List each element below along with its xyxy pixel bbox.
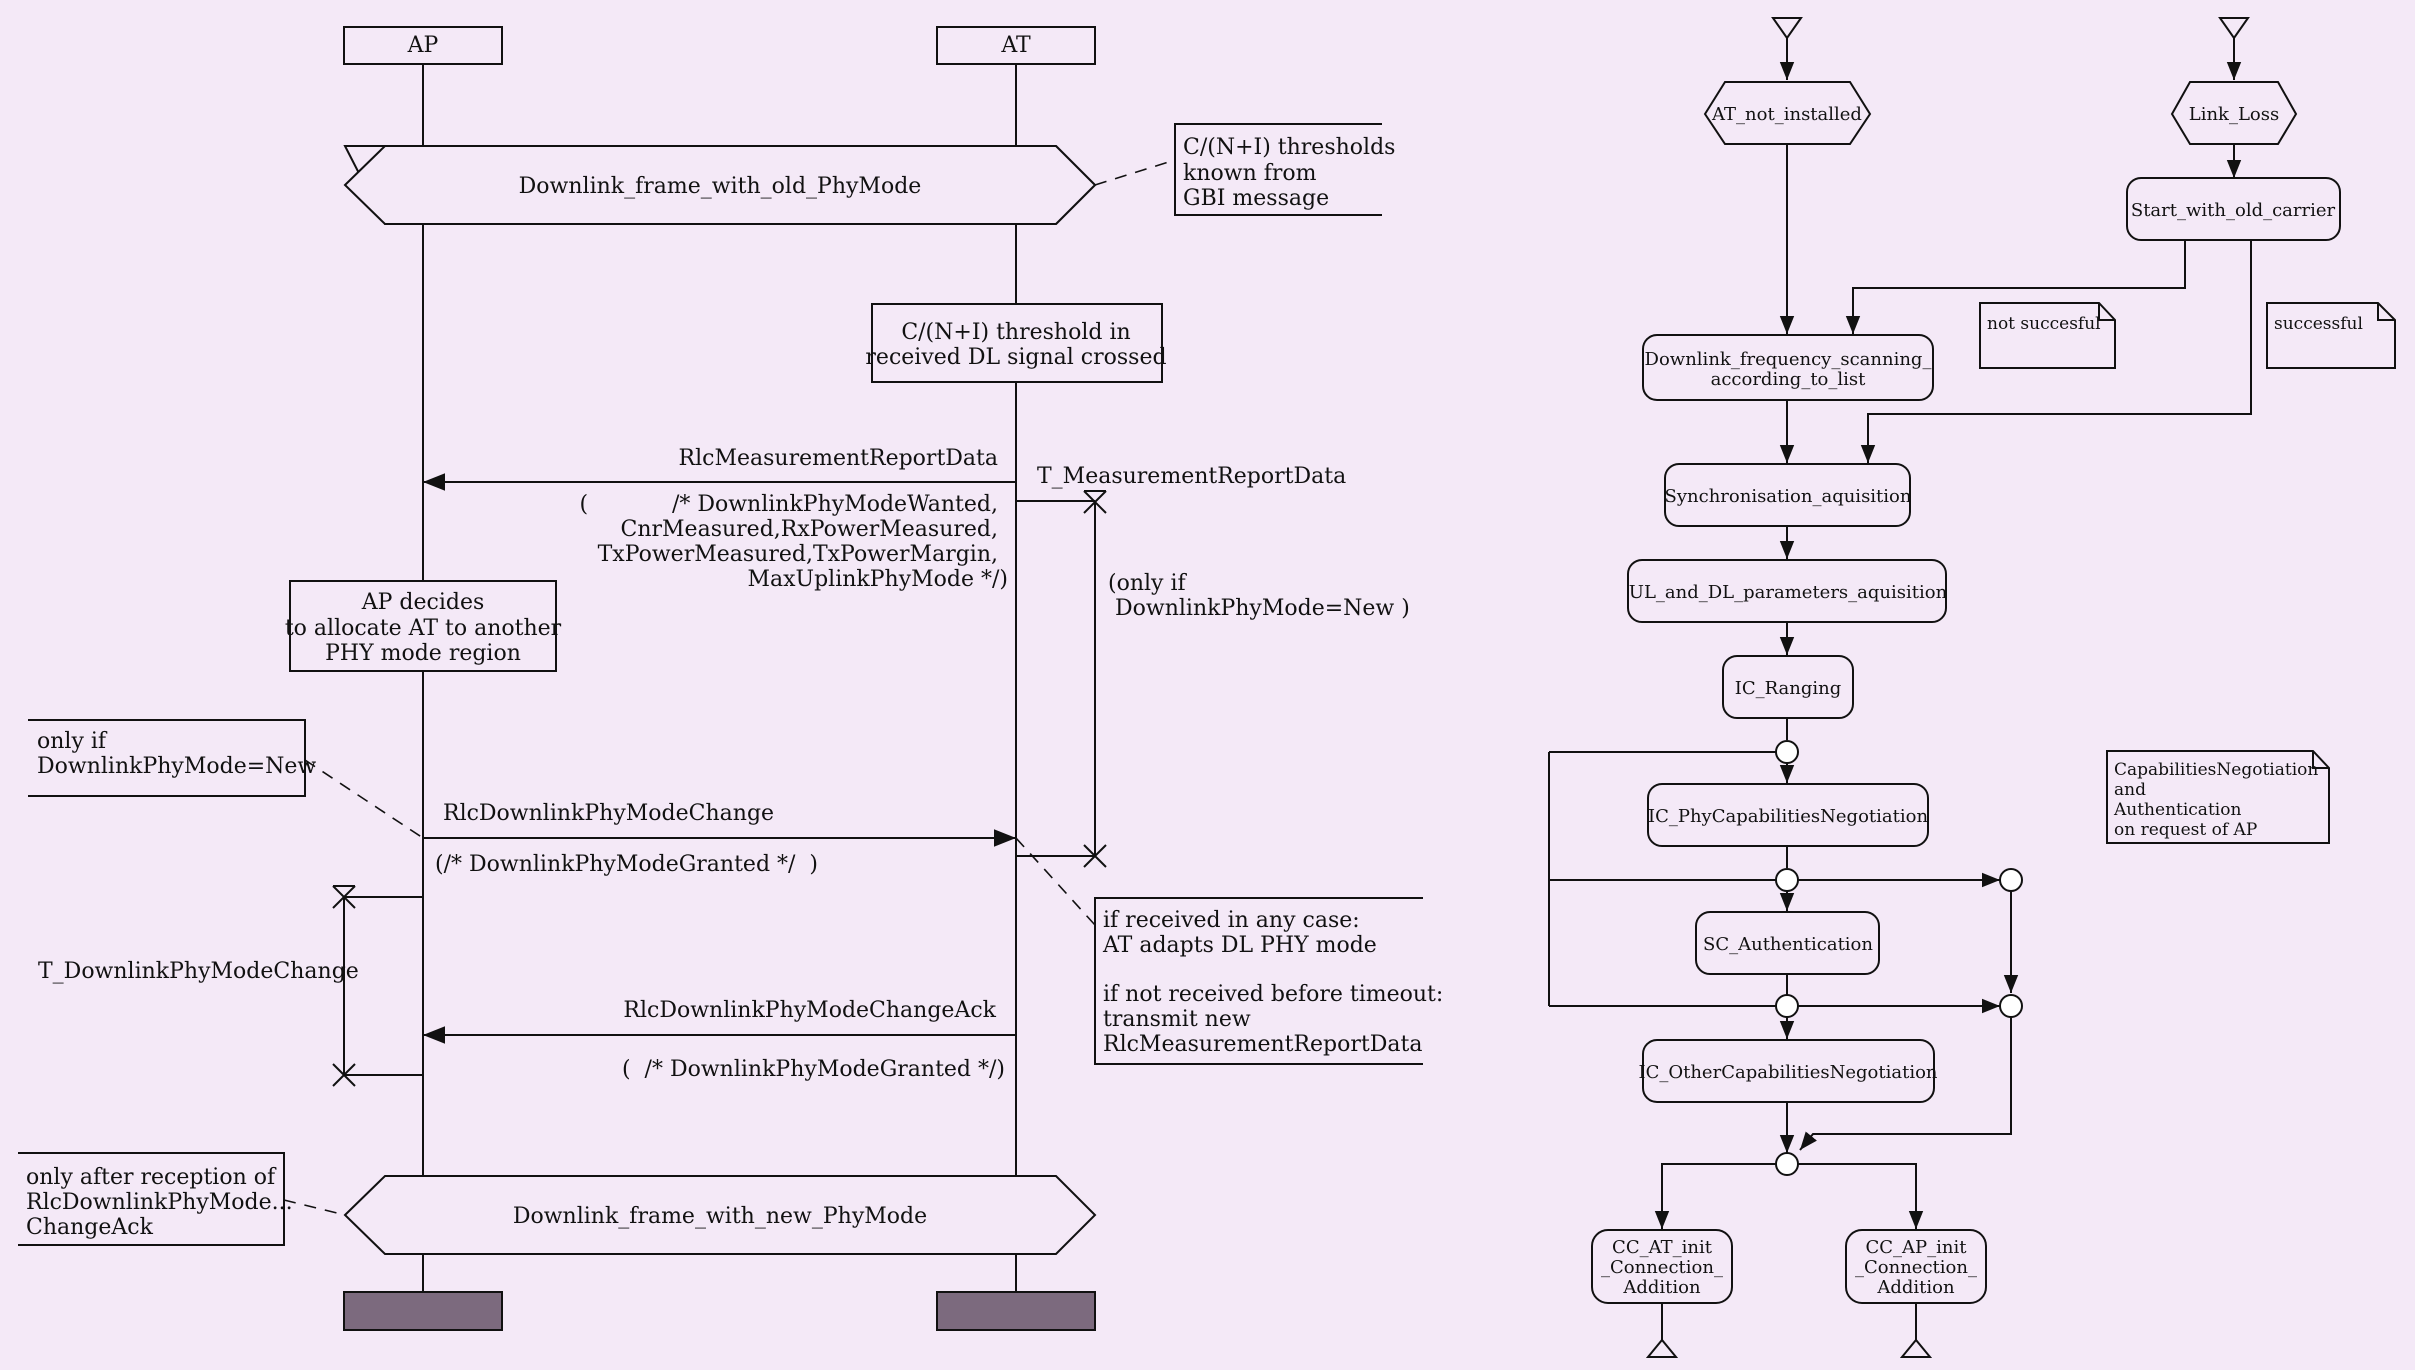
- state-dl-scanning-line1: Downlink_frequency_scanning_: [1645, 349, 1932, 370]
- transition-successful: [1860, 240, 2252, 463]
- stop-triangle-left: [1645, 1338, 1679, 1358]
- comment-received-line2: AT adapts DL PHY mode: [1102, 933, 1377, 958]
- state-cc-ap-line2: _Connection_: [1855, 1257, 1977, 1278]
- state-other-cap: [1642, 1039, 1935, 1103]
- state-dl-scanning-line2: according_to_list: [1711, 369, 1867, 390]
- timer-reset-symbol-phy-change: [332, 1063, 356, 1087]
- comment-received-line5: transmit new: [1103, 1007, 1251, 1032]
- state-cc-at-line2: _Connection_: [1601, 1257, 1723, 1278]
- state-start-old-carrier: [2126, 177, 2341, 241]
- message-params-report-2: CnrMeasured,RxPowerMeasured,: [621, 517, 998, 542]
- condition-new-phymode-label: Downlink_frame_with_new_PhyMode: [513, 1204, 927, 1229]
- note-not-successful-label: not succesful: [1987, 314, 2101, 334]
- junction-3-right: [1999, 994, 2023, 1018]
- message-params-change-ack: ( /* DownlinkPhyModeGranted */): [622, 1057, 1005, 1082]
- comment-frame-thresholds: [1174, 123, 1382, 216]
- comment-only-if-line1: only if: [37, 729, 108, 754]
- comment-frame-only-if: [28, 719, 306, 797]
- sequence-diagram: AP AT Downlink_frame_with_old_PhyMode C/…: [18, 26, 1443, 1331]
- comment-thresholds-line3: GBI message: [1183, 186, 1329, 211]
- comment-connector-only-after: [283, 1199, 346, 1216]
- condition-new-phymode: [343, 1175, 1097, 1255]
- message-params-report-4: MaxUplinkPhyMode */): [747, 567, 1008, 592]
- comment-only-after-line3: ChangeAck: [26, 1215, 154, 1240]
- note-cap-auth-line4: on request of AP: [2114, 820, 2257, 840]
- state-params-label: UL_and_DL_parameters_aquisition: [1629, 582, 1948, 603]
- comment-connector-thresholds: [1094, 159, 1176, 186]
- junction-2: [1775, 868, 1799, 892]
- note-successful: [2266, 302, 2396, 369]
- state-cc-ap-line3: Addition: [1876, 1277, 1955, 1298]
- message-label-change: RlcDownlinkPhyModeChange: [443, 801, 774, 826]
- timer-reset-symbol-measurement: [1083, 844, 1107, 868]
- action-threshold-crossed: [871, 303, 1163, 383]
- note-not-successful: [1979, 302, 2116, 369]
- timer-label-phy-change: T_DownlinkPhyModeChange: [38, 959, 359, 984]
- timer-label-measurement: T_MeasurementReportData: [1037, 464, 1346, 489]
- note-cap-auth-line2: and: [2114, 780, 2146, 800]
- junction-4: [1775, 1152, 1799, 1176]
- action-ap-decides: [289, 580, 557, 672]
- condition-old-phymode-label: Downlink_frame_with_old_PhyMode: [519, 174, 922, 199]
- message-params-change: (/* DownlinkPhyModeGranted */ ): [435, 852, 818, 877]
- junction-3: [1775, 994, 1799, 1018]
- state-machine-diagram: AT_not_installed Link_Loss Start_with_ol…: [1548, 17, 2396, 1358]
- comment-thresholds-line1: C/(N+I) thresholds: [1183, 135, 1395, 160]
- message-label-report: RlcMeasurementReportData: [679, 446, 998, 471]
- timer-condition-line1: (only if: [1108, 571, 1187, 596]
- comment-received-line6: RlcMeasurementReportData: [1103, 1032, 1422, 1057]
- timer-condition-line2: DownlinkPhyMode=New ): [1108, 596, 1410, 621]
- comment-only-after-line1: only after reception of: [26, 1165, 277, 1190]
- state-cc-ap-line1: CC_AP_init: [1866, 1237, 1968, 1258]
- comment-connector-received: [1015, 837, 1096, 926]
- comment-thresholds-line2: known from: [1183, 161, 1317, 186]
- action-ap-decides-line1: AP decides: [361, 590, 485, 615]
- message-label-change-ack: RlcDownlinkPhyModeChangeAck: [623, 998, 996, 1023]
- note-successful-label: successful: [2274, 314, 2363, 334]
- comment-received-line1: if received in any case:: [1103, 908, 1360, 933]
- state-link-loss-label: Link_Loss: [2189, 104, 2279, 125]
- note-cap-auth: [2106, 750, 2330, 844]
- instance-head-ap: [343, 26, 503, 65]
- state-start-old-carrier-label: Start_with_old_carrier: [2131, 200, 2336, 221]
- state-sync-label: Synchronisation_aquisition: [1665, 486, 1912, 507]
- state-at-not-installed-label: AT_not_installed: [1711, 104, 1862, 125]
- comment-connector-only-if: [304, 759, 424, 839]
- comment-only-after-line2: RlcDownlinkPhyMode...: [26, 1190, 293, 1215]
- transition-not-successful: [1845, 240, 2186, 334]
- comment-frame-only-after: [18, 1152, 285, 1246]
- instance-head-at: [936, 26, 1096, 65]
- state-ranging-label: IC_Ranging: [1735, 678, 1842, 699]
- action-ap-decides-line3: PHY mode region: [325, 641, 521, 666]
- state-auth-label: SC_Authentication: [1703, 934, 1873, 955]
- start-triangle-left: [1771, 17, 1803, 40]
- note-cap-auth-line1: CapabilitiesNegotiation: [2114, 760, 2318, 780]
- state-phy-cap-label: IC_PhyCapabilitiesNegotiation: [1648, 806, 1928, 827]
- state-link-loss: [2170, 81, 2298, 145]
- action-threshold-line1: C/(N+I) threshold in: [901, 320, 1130, 345]
- instance-label-at: AT: [1000, 33, 1031, 58]
- state-cc-at-line1: CC_AT_init: [1612, 1237, 1713, 1258]
- stop-triangle-right: [1899, 1338, 1933, 1358]
- state-cc-at-line3: Addition: [1622, 1277, 1701, 1298]
- action-threshold-line2: received DL signal crossed: [865, 345, 1166, 370]
- instance-end-ap: [343, 1291, 503, 1331]
- instance-label-ap: AP: [407, 33, 439, 58]
- note-cap-auth-line3: Authentication: [2113, 800, 2241, 820]
- comment-received-line4: if not received before timeout:: [1103, 982, 1443, 1007]
- junction-1: [1775, 740, 1799, 764]
- state-other-cap-label: IC_OtherCapabilitiesNegotiation: [1638, 1062, 1937, 1083]
- state-at-not-installed: [1703, 81, 1872, 145]
- start-triangle-right: [2218, 17, 2250, 40]
- junction-2-right: [1999, 868, 2023, 892]
- comment-only-if-line2: DownlinkPhyMode=New: [37, 754, 316, 779]
- message-params-report-3: TxPowerMeasured,TxPowerMargin,: [598, 542, 998, 567]
- message-params-report-1: ( /* DownlinkPhyModeWanted,: [579, 492, 998, 517]
- instance-end-at: [936, 1291, 1096, 1331]
- action-ap-decides-line2: to allocate AT to another: [285, 616, 562, 641]
- comment-frame-received: [1094, 897, 1423, 1065]
